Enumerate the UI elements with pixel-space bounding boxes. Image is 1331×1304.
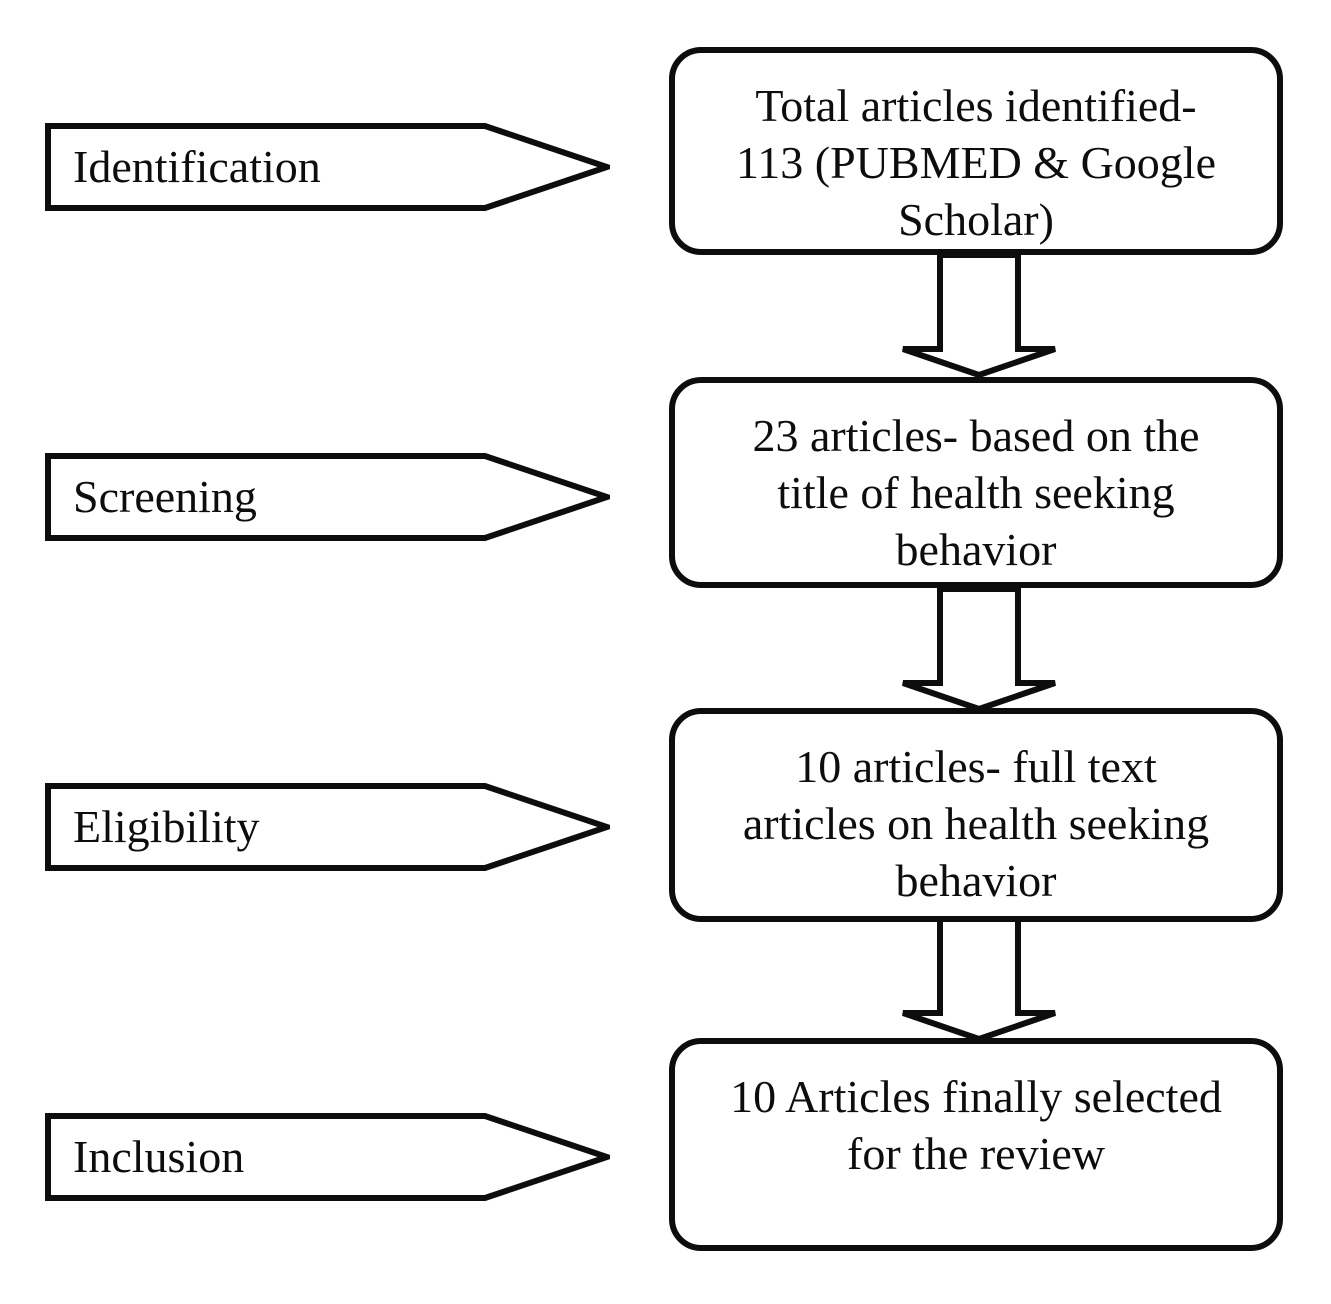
pentagon-shape	[45, 123, 610, 211]
flow-box-text: Total articles identified- 113 (PUBMED &…	[735, 80, 1216, 245]
flow-box-text: 10 Articles finally selected for the rev…	[730, 1071, 1222, 1179]
pentagon-right-icon	[45, 453, 610, 541]
block-arrow-shape	[902, 586, 1056, 712]
pentagon-shape	[45, 1113, 610, 1201]
flow-box-text: 23 articles- based on the title of healt…	[752, 410, 1200, 575]
flow-box-text: 10 articles- full text articles on healt…	[742, 741, 1210, 906]
down-arrow-icon	[902, 916, 1056, 1042]
stage-arrow-identification: Identification	[45, 123, 610, 211]
down-arrow-icon	[902, 586, 1056, 712]
pentagon-right-icon	[45, 783, 610, 871]
flow-box-eligibility: 10 articles- full text articles on healt…	[669, 708, 1283, 922]
flow-box-inclusion: 10 Articles finally selected for the rev…	[669, 1038, 1283, 1251]
stage-label-text: Identification	[73, 141, 321, 192]
pentagon-right-icon	[45, 123, 610, 211]
flow-box-identification: Total articles identified- 113 (PUBMED &…	[669, 47, 1283, 255]
stage-label-text: Eligibility	[73, 801, 260, 852]
flow-box-screening: 23 articles- based on the title of healt…	[669, 377, 1283, 588]
stage-label-text: Inclusion	[73, 1131, 245, 1182]
stage-arrow-inclusion: Inclusion	[45, 1113, 610, 1201]
stage-label-text: Screening	[73, 471, 257, 522]
block-arrow-shape	[902, 916, 1056, 1042]
stage-arrow-screening: Screening	[45, 453, 610, 541]
pentagon-right-icon	[45, 1113, 610, 1201]
block-arrow-shape	[902, 252, 1056, 378]
down-arrow-icon	[902, 252, 1056, 378]
pentagon-shape	[45, 783, 610, 871]
stage-arrow-eligibility: Eligibility	[45, 783, 610, 871]
pentagon-shape	[45, 453, 610, 541]
